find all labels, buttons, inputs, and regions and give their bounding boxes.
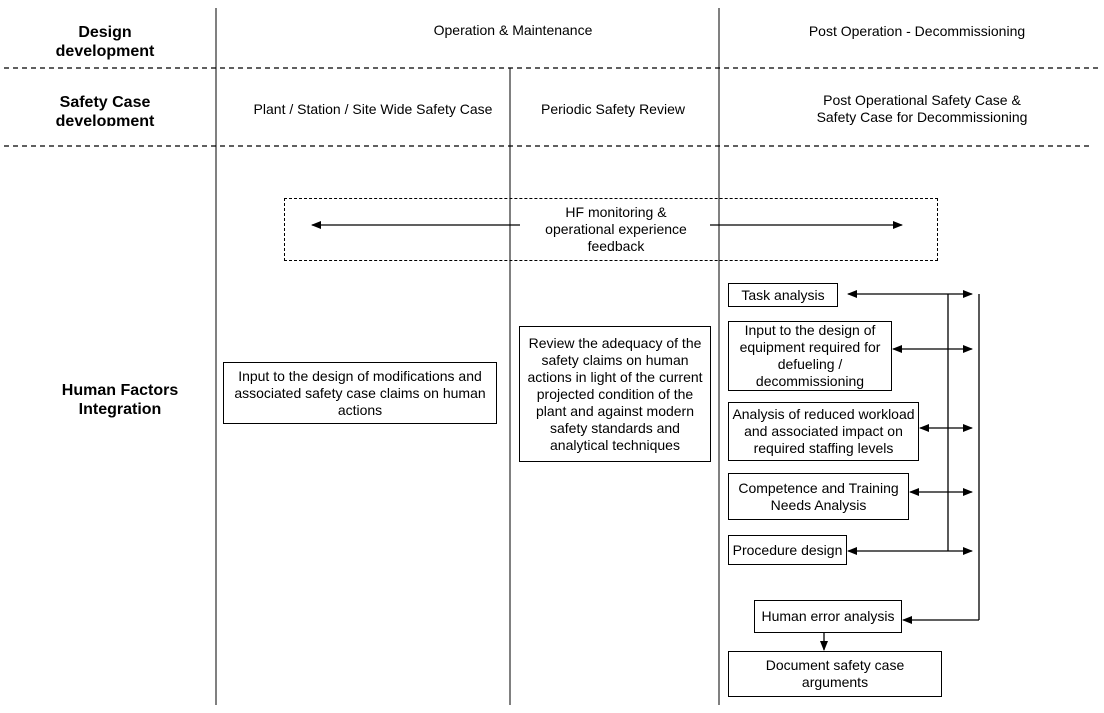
box-equipment-design: Input to the design of equipment require… [728, 321, 892, 391]
box-label: Human error analysis [761, 608, 895, 624]
box-label: Document safety case arguments [765, 657, 905, 690]
box-periodic-review: Review the adequacy of the safety claims… [519, 326, 711, 462]
stage-periodic-safety-review: Periodic Safety Review [541, 101, 685, 117]
box-task-analysis: Task analysis [728, 283, 838, 307]
box-label: Analysis of reduced workload and associa… [732, 406, 915, 456]
box-workload-analysis: Analysis of reduced workload and associa… [728, 402, 919, 461]
box-label: Competence and Training Needs Analysis [738, 479, 899, 513]
box-label: Input to the design of equipment require… [739, 322, 881, 389]
box-label: Task analysis [741, 286, 825, 303]
box-label: Procedure design [732, 541, 843, 558]
row-header-safety-case: Safety Case development [55, 94, 155, 126]
phase-operation-maintenance: Operation & Maintenance [433, 22, 593, 38]
stage-site-wide-safety-case: Plant / Station / Site Wide Safety Case [253, 101, 493, 117]
box-modifications-input: Input to the design of modifications and… [223, 362, 497, 424]
row-header-human-factors: Human Factors Integration [61, 382, 179, 418]
stage-post-operational-safety-case: Post Operational Safety Case & Safety Ca… [816, 92, 1028, 125]
box-procedure-design: Procedure design [728, 535, 847, 565]
box-competence-training: Competence and Training Needs Analysis [728, 473, 909, 520]
phase-post-operation: Post Operation - Decommissioning [808, 23, 1026, 39]
box-human-error-analysis: Human error analysis [754, 600, 902, 633]
box-label: Input to the design of modifications and… [234, 367, 486, 418]
box-label: Review the adequacy of the safety claims… [527, 334, 703, 453]
row-header-design: Design development [55, 24, 155, 60]
hf-monitoring-label: HF monitoring & operational experience f… [545, 204, 687, 254]
hf-monitoring-box [284, 198, 938, 261]
box-document-safety-case: Document safety case arguments [728, 651, 942, 697]
